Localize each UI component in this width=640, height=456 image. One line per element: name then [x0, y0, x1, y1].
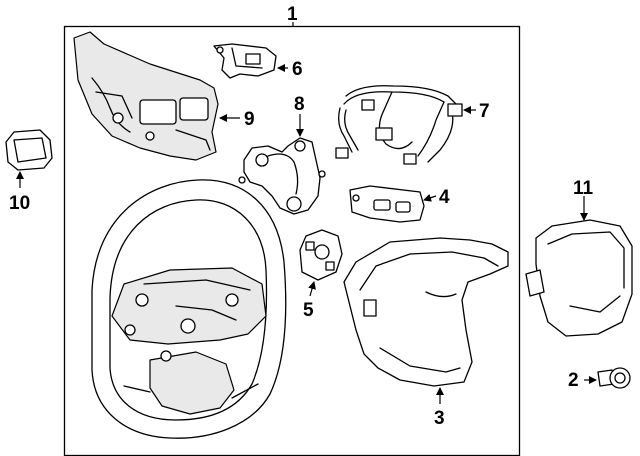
steering-switch-left — [299, 229, 343, 281]
callout-1: 1 — [287, 4, 298, 25]
callout-2: 2 — [568, 370, 579, 391]
steering-wheel — [91, 179, 287, 439]
callout-3: 3 — [434, 408, 445, 429]
callout-11: 11 — [573, 178, 594, 199]
bolt — [597, 367, 631, 389]
callout-8: 8 — [294, 94, 305, 115]
rear-cover — [343, 237, 509, 387]
airbag-module — [525, 219, 633, 337]
callout-10: 10 — [9, 193, 30, 214]
trim-cap — [5, 129, 53, 171]
callout-9: 9 — [244, 109, 255, 130]
callout-5: 5 — [303, 300, 314, 321]
callout-6: 6 — [292, 59, 303, 80]
steering-switch-small — [349, 185, 425, 223]
callout-7: 7 — [479, 101, 490, 122]
callout-4-leader — [423, 193, 437, 202]
switch-mounting-frame — [238, 137, 326, 215]
wiring-harness — [335, 85, 463, 165]
callout-5-leader — [308, 281, 316, 297]
callout-4: 4 — [439, 187, 450, 208]
bezel-trim-panel — [73, 31, 219, 161]
mounting-bracket — [213, 43, 277, 79]
